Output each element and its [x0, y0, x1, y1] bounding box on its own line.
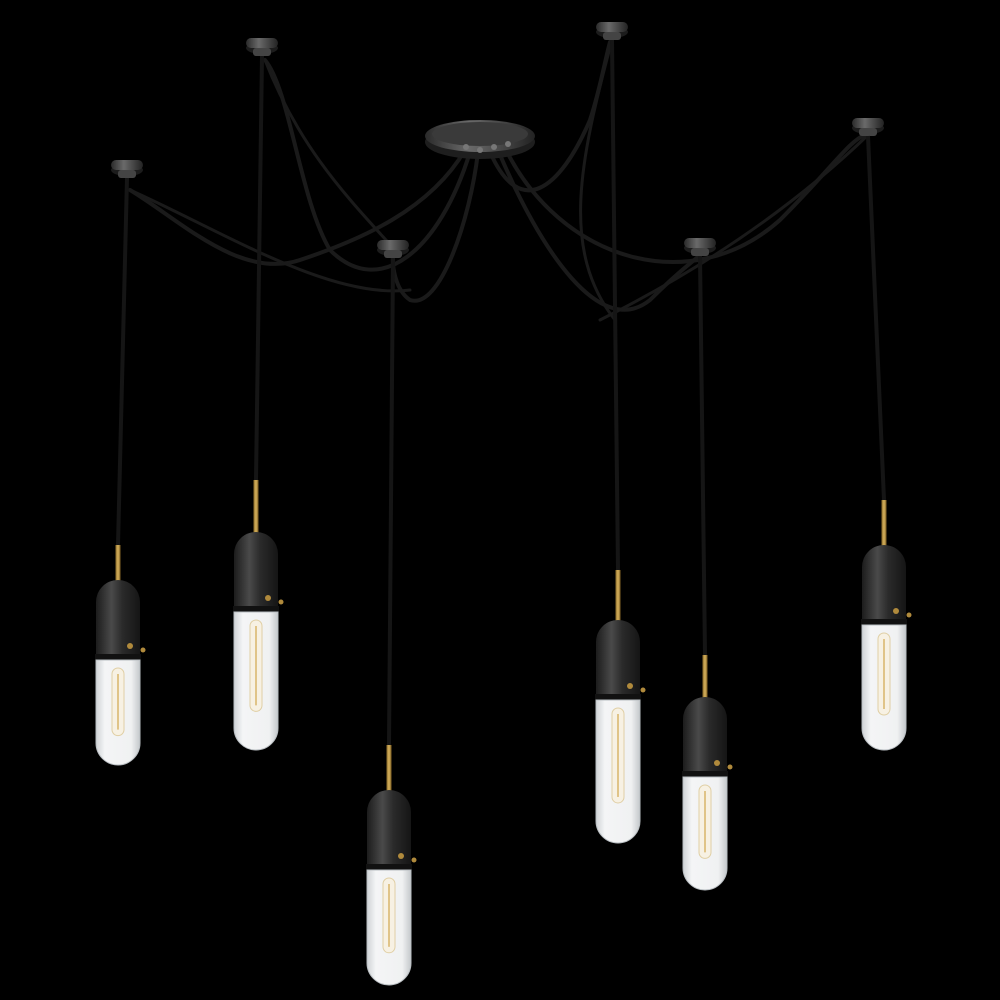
pendant-4: [595, 22, 646, 844]
pendant-2: [233, 38, 284, 751]
brass-screw: [640, 687, 646, 693]
brass-screw: [398, 853, 404, 859]
brass-stem: [702, 655, 708, 699]
ceiling-cap: [111, 160, 143, 170]
bronze-shade: [96, 580, 140, 660]
swag-cords: [128, 38, 870, 322]
ceiling-cap: [852, 118, 884, 128]
bronze-shade: [234, 532, 278, 612]
brass-screw: [140, 647, 146, 653]
pendant-5: [682, 238, 733, 891]
ceiling-cap: [246, 38, 278, 48]
pendant-lights: [95, 22, 912, 986]
cord: [866, 135, 886, 501]
brass-screw: [278, 599, 284, 605]
brass-stem: [253, 480, 259, 534]
cord: [698, 255, 707, 656]
central-canopy: [425, 120, 535, 159]
pendant-3: [366, 240, 417, 986]
cord: [610, 39, 620, 571]
brass-stem: [615, 570, 621, 622]
bronze-shade: [683, 697, 727, 777]
bronze-shade: [596, 620, 640, 700]
brass-screw: [727, 764, 733, 770]
brass-screw: [627, 683, 633, 689]
bronze-shade: [367, 790, 411, 870]
brass-screw: [127, 643, 133, 649]
brass-stem: [386, 745, 392, 792]
ceiling-cap: [377, 240, 409, 250]
cord: [387, 257, 395, 746]
brass-screw: [265, 595, 271, 601]
brass-screw: [893, 608, 899, 614]
cord: [254, 55, 264, 481]
ceiling-cap: [596, 22, 628, 32]
brass-screw: [714, 760, 720, 766]
pendant-6: [852, 118, 912, 751]
cord: [116, 177, 129, 546]
brass-stem: [115, 545, 121, 582]
brass-screw: [906, 612, 912, 618]
brass-screw: [411, 857, 417, 863]
bronze-shade: [862, 545, 906, 625]
pendant-1: [95, 160, 146, 766]
ceiling-cap: [684, 238, 716, 248]
brass-stem: [881, 500, 887, 547]
